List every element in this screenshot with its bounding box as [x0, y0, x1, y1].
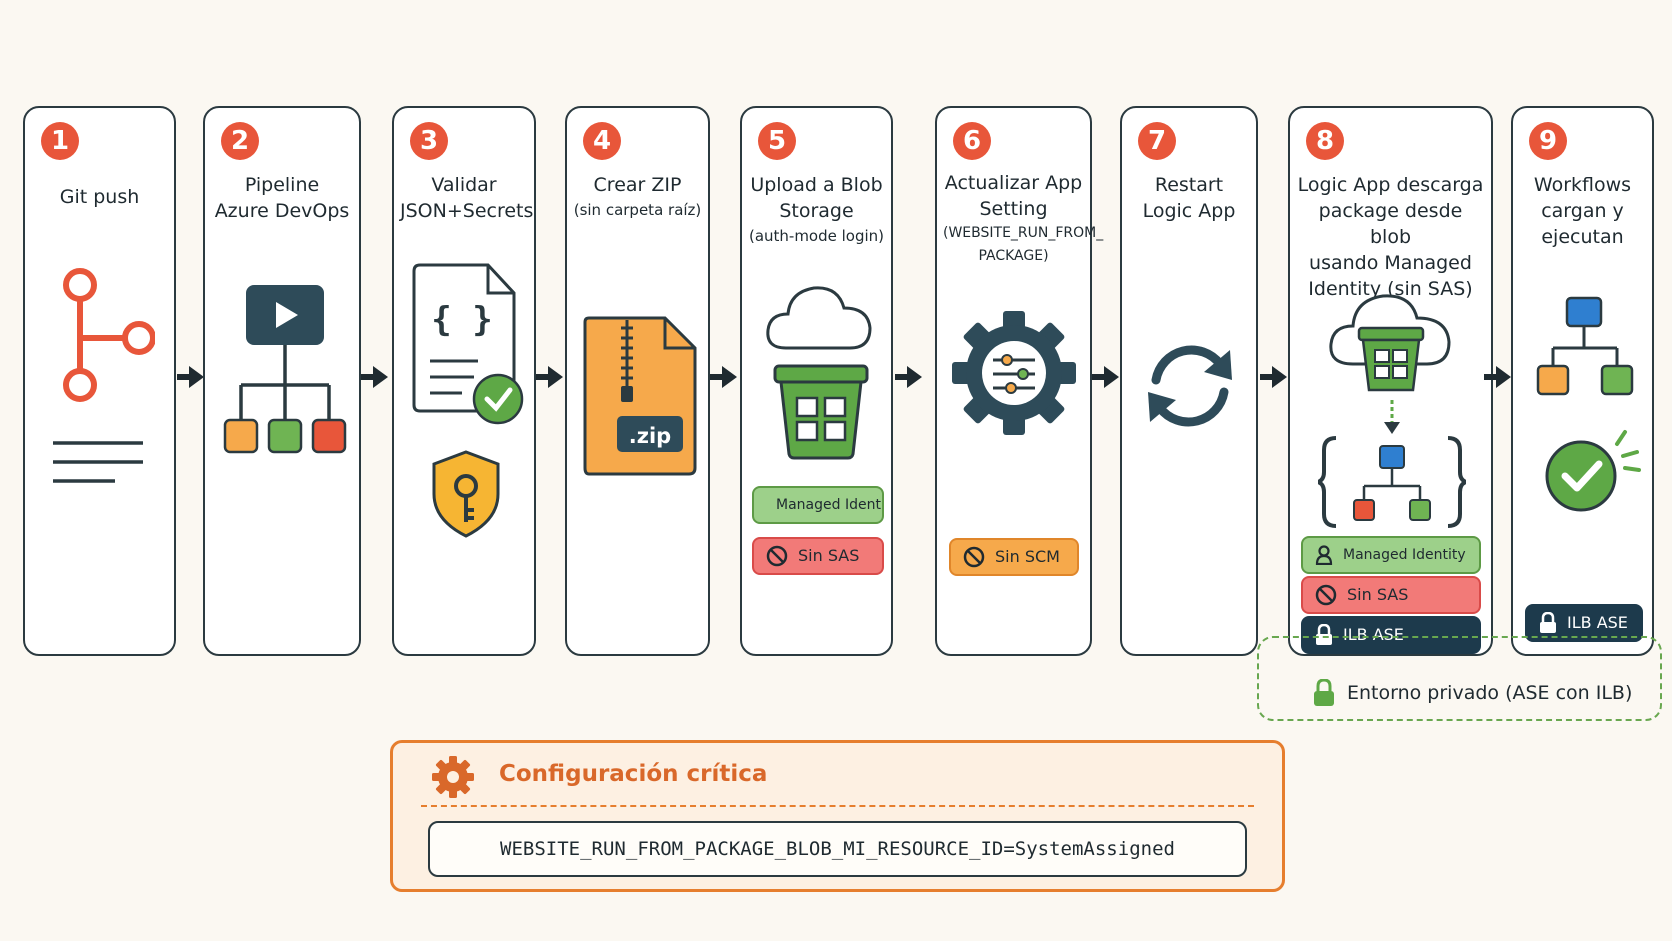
restart-icon — [1148, 345, 1232, 427]
config-title: Configuración crítica — [499, 761, 768, 787]
step-number: 9 — [1529, 122, 1567, 160]
step-6-app-setting: 6 Actualizar App Setting (WEBSITE_RUN_FR… — [935, 106, 1104, 656]
git-branch-icon — [63, 268, 155, 402]
step-number: 8 — [1306, 122, 1344, 160]
flow-arrow — [1092, 366, 1119, 388]
step-title: Validar JSON+Secrets — [400, 174, 534, 222]
step-title: Logic App descarga package desde blob us… — [1297, 174, 1484, 300]
step-3-validar: 3 Validar JSON+Secrets { } — [392, 106, 536, 656]
person-icon — [1315, 545, 1333, 565]
private-environment-boundary — [1257, 636, 1662, 721]
cloud-icon — [766, 286, 872, 350]
divider — [421, 805, 1254, 807]
flow-arrow — [895, 366, 922, 388]
step-title: Upload a Blob Storage (auth-mode login) — [748, 174, 885, 245]
workflow-icon — [1536, 296, 1634, 396]
step-number: 3 — [410, 122, 448, 160]
step-title: Crear ZIP (sin carpeta raíz) — [573, 174, 702, 219]
step-title: Actualizar App Setting (WEBSITE_RUN_FROM… — [943, 172, 1104, 264]
step-4-crear-zip: 4 Crear ZIP (sin carpeta raíz) .zip — [565, 106, 710, 656]
flow-arrow — [710, 366, 737, 388]
step-7-restart: 7 Restart Logic App — [1120, 106, 1258, 656]
flow-arrow — [177, 366, 204, 388]
step-title: Restart Logic App — [1142, 174, 1236, 222]
step-2-pipeline: 2 Pipeline Azure DevOps — [203, 106, 361, 656]
flow-arrow — [536, 366, 563, 388]
check-circle-icon — [1545, 430, 1641, 512]
step-title: Pipeline Azure DevOps — [214, 174, 350, 222]
step-1-git-push: 1 Git push — [23, 106, 176, 656]
workflow-braces-icon — [1318, 436, 1466, 528]
ilb-ase-badge: ILB ASE — [1525, 604, 1643, 642]
step-number: 2 — [221, 122, 259, 160]
cloud-blob-icon — [1329, 294, 1451, 392]
flow-arrow — [1484, 366, 1511, 388]
zip-label: .zip — [628, 424, 672, 448]
private-environment-label: Entorno privado (ASE con ILB) — [1313, 676, 1632, 710]
zip-file-icon — [583, 316, 697, 476]
pipeline-icon — [223, 285, 347, 454]
blob-bucket-icon — [773, 364, 869, 460]
managed-identity-badge: Managed Identity — [752, 486, 884, 524]
lock-icon — [1540, 612, 1556, 633]
step-title: Git push — [59, 186, 140, 208]
step-number: 6 — [953, 122, 991, 160]
svg-text:{ }: { } — [431, 300, 492, 340]
flow-arrow — [1260, 366, 1287, 388]
prohibited-icon — [766, 545, 788, 567]
download-arrow-icon — [1384, 400, 1400, 434]
step-5-upload-blob: 5 Upload a Blob Storage (auth-mode login… — [740, 106, 893, 656]
critical-config-panel: Configuración crítica WEBSITE_RUN_FROM_P… — [390, 740, 1285, 892]
step-8-logic-app-download: 8 Logic App descarga package desde blob … — [1288, 106, 1493, 656]
config-setting-value: WEBSITE_RUN_FROM_PACKAGE_BLOB_MI_RESOURC… — [428, 821, 1247, 877]
gear-sliders-icon — [952, 311, 1076, 435]
step-number: 5 — [758, 122, 796, 160]
step-number: 1 — [41, 122, 79, 160]
step-number: 7 — [1138, 122, 1176, 160]
prohibited-icon — [963, 546, 985, 568]
sin-sas-badge: Sin SAS — [752, 537, 884, 575]
flow-arrow — [361, 366, 388, 388]
lock-icon — [1314, 679, 1334, 706]
sin-scm-badge: Sin SCM — [949, 538, 1079, 576]
gear-icon — [432, 756, 474, 798]
ilb-ase-badge: ILB ASE — [1301, 616, 1481, 654]
shield-key-icon — [432, 450, 500, 538]
step-title: Workflows cargan y ejecutan — [1533, 174, 1632, 248]
prohibited-icon — [1315, 584, 1337, 606]
step-number: 4 — [583, 122, 621, 160]
managed-identity-badge: Managed Identity — [1301, 536, 1481, 574]
step-9-workflows: 9 Workflows cargan y ejecutan ILB ASE — [1511, 106, 1654, 656]
text-lines-icon — [53, 441, 143, 483]
json-document-icon: { } — [412, 263, 524, 425]
sin-sas-badge: Sin SAS — [1301, 576, 1481, 614]
